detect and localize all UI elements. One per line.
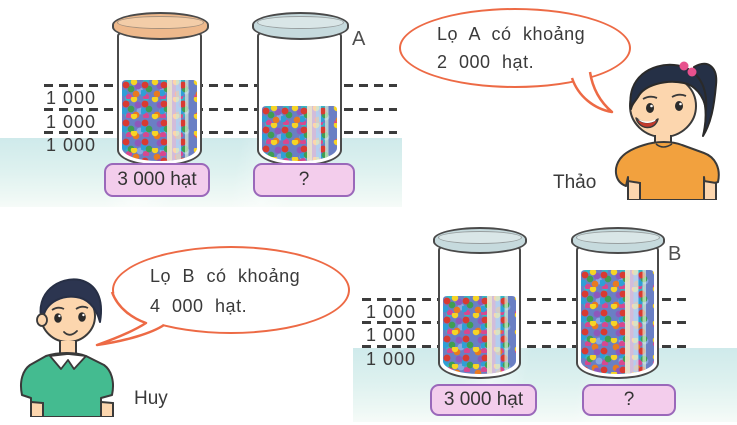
measure-line-bottom-1000	[362, 345, 692, 348]
beads-fill	[122, 80, 197, 161]
eye	[54, 313, 62, 323]
jar-lid-blue	[252, 12, 349, 40]
mouth	[63, 330, 78, 336]
count-box-top: 3 000 hạt	[104, 163, 210, 197]
eye	[78, 312, 86, 322]
measure-line-top-1000	[44, 131, 397, 134]
level-label: 1 000	[366, 325, 417, 345]
speaker-name-thao: Thảo	[553, 172, 597, 193]
speech-bubble-a: Lọ A có khoảng 2 000 hạt.	[399, 8, 631, 88]
measure-line-bottom-2000	[362, 321, 692, 324]
jar-a-letter: A	[352, 28, 366, 50]
level-label: 1 000	[46, 135, 97, 155]
collar	[655, 143, 673, 148]
jar-b-letter: B	[668, 243, 682, 265]
arm	[30, 400, 44, 417]
jar-lid-peach	[112, 12, 209, 40]
measure-line-top-3000	[44, 84, 397, 87]
level-label: 1 000	[46, 88, 97, 108]
unknown-box-top: ?	[253, 163, 355, 197]
collar	[49, 353, 87, 370]
level-label: 1 000	[366, 302, 417, 322]
level-label: 1 000	[46, 112, 97, 132]
ear	[36, 313, 48, 327]
jar-lid-blue	[433, 227, 527, 254]
eyebrow	[51, 306, 65, 311]
boy-huy-illustration	[20, 278, 114, 417]
measure-line-bottom-3000	[362, 298, 692, 301]
scrunchie-dot	[687, 67, 697, 77]
speech-tail-a	[570, 71, 614, 114]
unknown-box-bottom: ?	[582, 384, 676, 416]
speech-a-line2: 2 000 hạt.	[437, 52, 535, 72]
eyebrow	[75, 305, 89, 310]
hair	[629, 63, 708, 111]
speech-a-line1: Lọ A có khoảng	[437, 24, 586, 44]
speech-tail-b	[95, 291, 165, 347]
arm	[100, 400, 114, 417]
eye	[675, 101, 683, 111]
speech-b-line2: 4 000 hạt.	[150, 296, 248, 316]
jar-body-a	[257, 32, 342, 166]
jar-body-b	[576, 246, 659, 379]
level-label: 1 000	[366, 349, 417, 369]
scrunchie-dot	[679, 61, 689, 71]
beads-fill	[443, 296, 516, 374]
jar-body-3000-top	[117, 32, 202, 166]
jar-body-3000-bottom	[438, 246, 521, 379]
arm	[703, 179, 717, 200]
jar-lid-blue	[571, 227, 665, 254]
shirt	[20, 352, 114, 417]
beads-fill	[581, 270, 654, 374]
speech-b-line1: Lọ B có khoảng	[150, 266, 301, 286]
eye	[646, 103, 654, 113]
girl-thao-illustration	[614, 61, 720, 200]
measure-line-top-2000	[44, 108, 397, 111]
arm	[627, 179, 641, 200]
eyebrow	[642, 95, 658, 100]
speaker-name-huy: Huy	[134, 388, 168, 409]
count-box-bottom: 3 000 hạt	[430, 384, 537, 416]
eyebrow	[671, 93, 687, 98]
beads-fill	[262, 106, 337, 161]
